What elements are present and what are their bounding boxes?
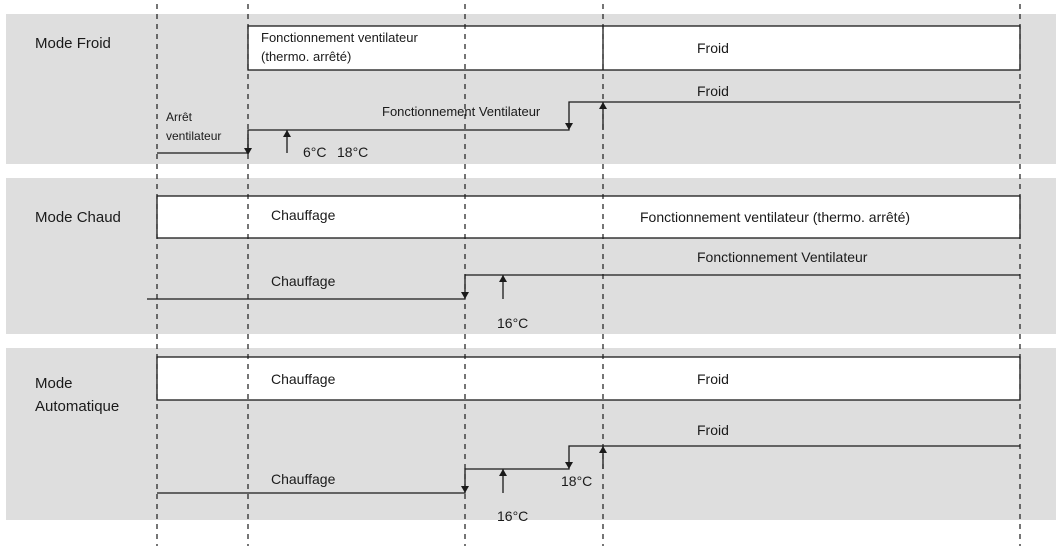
auto-upper-box — [156, 356, 1021, 401]
froid-temp-low: 6°C — [303, 144, 327, 160]
auto-state-heat: Chauffage — [271, 471, 336, 487]
mode-froid-label: Mode Froid — [35, 35, 111, 52]
auto-arrow-down-16c-head — [461, 486, 469, 493]
chaud-box-fan: Fonctionnement ventilateur (thermo. arrê… — [640, 209, 910, 225]
froid-box-fan-line2: (thermo. arrêté) — [261, 49, 351, 64]
chaud-state-fan: Fonctionnement Ventilateur — [697, 249, 868, 265]
auto-state-cool: Froid — [697, 422, 729, 438]
froid-state-cool: Froid — [697, 83, 729, 99]
auto-arrow-down-18c-head — [565, 462, 573, 469]
auto-temp-high: 18°C — [561, 473, 592, 489]
mode-chaud-label: Mode Chaud — [35, 209, 121, 226]
chaud-upper-box — [156, 195, 1021, 239]
auto-box-cool: Froid — [697, 371, 729, 387]
chaud-box-heat: Chauffage — [271, 207, 336, 223]
auto-box-heat: Chauffage — [271, 371, 336, 387]
froid-box-fan-line1: Fonctionnement ventilateur — [261, 30, 418, 45]
froid-temp-high: 18°C — [337, 144, 368, 160]
froid-arrow-down-fan-head — [565, 123, 573, 130]
froid-arrow-up-18c-head — [283, 130, 291, 137]
auto-arrow-up-16c-head — [499, 469, 507, 476]
chaud-arrow-up-16c-head — [499, 275, 507, 282]
chaud-temp: 16°C — [497, 315, 528, 331]
mode-automatique-label-line2: Automatique — [35, 398, 119, 415]
auto-arrow-up-cool-head — [599, 446, 607, 453]
auto-temp-low: 16°C — [497, 508, 528, 524]
froid-state-fan: Fonctionnement Ventilateur — [382, 104, 541, 119]
froid-box-cool: Froid — [697, 40, 729, 56]
chaud-state-heat: Chauffage — [271, 273, 336, 289]
froid-state-off-line2: ventilateur — [166, 129, 221, 143]
froid-arrow-down-6c-head — [244, 148, 252, 155]
mode-automatique-label-line1: Mode — [35, 375, 73, 392]
froid-state-off-line1: Arrêt — [166, 110, 193, 124]
